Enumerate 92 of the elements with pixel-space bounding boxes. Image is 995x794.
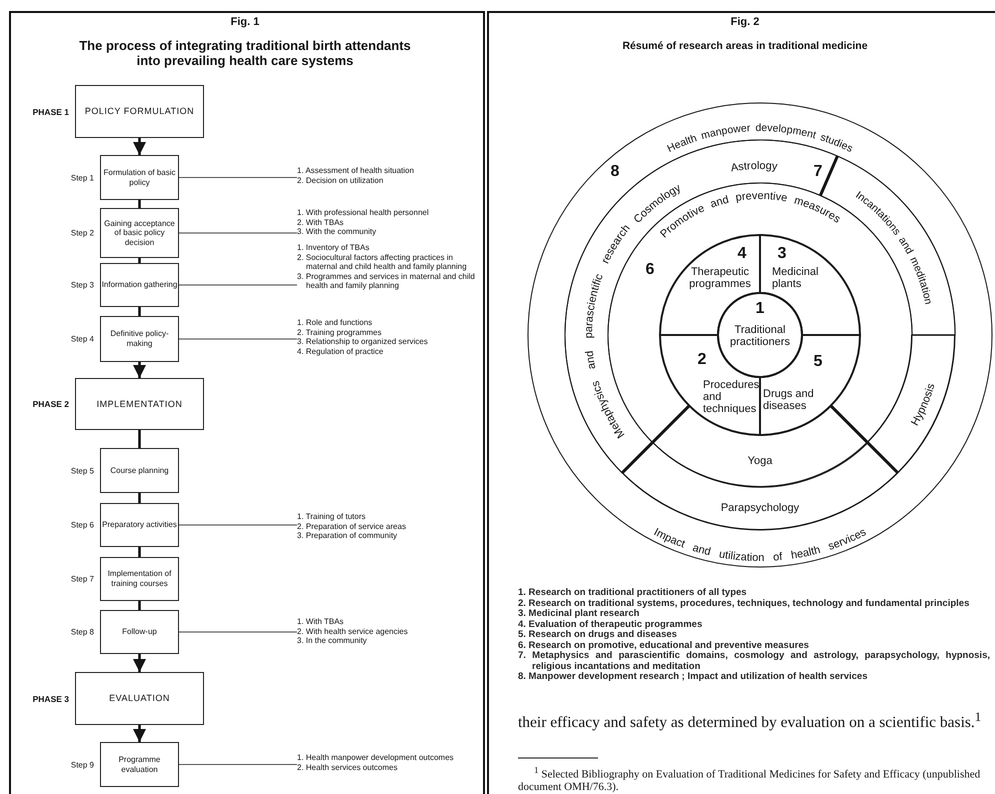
connector-line — [138, 307, 141, 316]
arrow — [133, 138, 146, 155]
segment-number: 6 — [646, 264, 654, 276]
list-item: 3. Relationship to organized services — [297, 337, 429, 346]
box-label: Formulation of basic policy — [102, 168, 177, 188]
segment-label: Astrology — [730, 160, 778, 174]
figure-title: The process of integrating traditional birth attendants into prevailing health care systems — [78, 38, 412, 68]
list-item: 4. Regulation of practice — [297, 346, 384, 356]
list-item: 2. Training programmes — [297, 328, 382, 337]
leader-line — [178, 284, 298, 286]
list-item: 2. With health service agencies — [297, 626, 409, 636]
list-item: 3. In the community — [297, 636, 368, 646]
step-label: Step 4 — [70, 334, 94, 344]
footnote: $^{1}$ Selected Bibliography on Evaluation of Traditional Medicines for Safety and Efficacy (unpublished document OMH/76.3). — [518, 765, 982, 794]
connector-line — [138, 200, 141, 208]
box-label: Implementation of training courses — [106, 569, 172, 589]
leader-line — [178, 524, 298, 526]
box-label: Definitive policy-making — [109, 329, 170, 349]
segment-number: 5 — [814, 356, 822, 368]
step-label: Step 7 — [70, 574, 94, 584]
connector-line — [138, 493, 141, 503]
list-item: 3. Preparation of community — [297, 531, 398, 540]
key-item: 7. Metaphysics and parascientific domains, cosmology and astrology, parapsychology, hypnosis, religious incantations and meditation — [518, 651, 990, 672]
segment-label: Drugs and diseases — [763, 388, 815, 412]
segment-number: 3 — [778, 248, 786, 260]
box-label: Follow-up — [122, 627, 157, 637]
figure-number: Fig. 2 — [730, 16, 760, 28]
list-item: 1. Assessment of health situation — [297, 166, 415, 176]
list-item: 2. Decision on utilization — [297, 176, 384, 185]
phase-label: PHASE 2 — [32, 399, 69, 409]
list-item: 1. Health manpower development outcomes — [297, 753, 455, 762]
list-item: 1. Training of tutors — [297, 512, 366, 522]
leader-line — [178, 338, 298, 340]
key-item: 6. Research on promotive, educational and preventive measures — [518, 640, 810, 651]
key-item: 5. Research on drugs and diseases — [518, 630, 678, 640]
list-item: 1. Role and functions — [297, 318, 374, 328]
key-item: 3. Medicinal plant research — [518, 609, 640, 620]
phase-label: PHASE 1 — [32, 106, 69, 116]
segment-label: Health manpower development studies — [665, 122, 855, 155]
box-label: EVALUATION — [109, 693, 170, 704]
step-label: Step 8 — [70, 628, 94, 636]
segment-label: Medicinal plants — [772, 266, 820, 290]
connector-line — [138, 258, 141, 263]
connector-line — [138, 547, 141, 557]
box-label: IMPLEMENTATION — [96, 398, 182, 410]
leader-line — [178, 177, 298, 178]
figure-title: Résumé of research areas in traditional medicine — [621, 40, 869, 52]
segment-label: Yoga — [748, 454, 772, 467]
arrow — [133, 362, 146, 378]
segment-number: 8 — [610, 166, 620, 178]
segment-number: 1 — [756, 303, 764, 315]
box-label: Preparatory activities — [102, 520, 177, 530]
list-item: 1. With professional health personnel — [297, 208, 430, 218]
list-item: 2. Sociocultural factors affecting practices in maternal and child health and family planning — [297, 252, 468, 272]
step-label: Step 5 — [70, 466, 94, 475]
segment-label: Traditional practitioners — [729, 324, 791, 348]
step-label: Step 3 — [70, 280, 94, 290]
box-label: Course planning — [110, 466, 169, 476]
connector-line — [138, 430, 141, 448]
box-label: Programme evaluation — [118, 754, 162, 774]
segment-label: Therapeutic programmes — [688, 266, 752, 290]
step-label: Step 9 — [70, 760, 94, 769]
list-item: 1. With TBAs — [297, 617, 345, 626]
connector-line — [138, 601, 141, 610]
key-item: 8. Manpower development research ; Impact and utilization of health services — [518, 672, 868, 682]
box-label: POLICY FORMULATION — [84, 106, 194, 117]
key-item: 4. Evaluation of therapeutic programmes — [518, 620, 704, 630]
list-item: 1. Inventory of TBAs — [297, 243, 370, 252]
arrow — [133, 654, 146, 672]
list-item: 2. Preparation of service areas — [297, 522, 407, 531]
arrow — [133, 725, 146, 742]
segment-number: 7 — [814, 166, 822, 178]
step-label: Step 2 — [70, 228, 94, 238]
box-label: Gaining acceptance of basic policy decision — [103, 218, 176, 248]
list-item: 2. With TBAs — [297, 218, 345, 227]
figure-number: Fig. 1 — [230, 16, 260, 28]
key-item: 2. Research on traditional systems, procedures, techniques, technology and fundamental principles — [518, 598, 970, 609]
list-item: 3. With the community — [297, 227, 378, 236]
key-item: 1. Research on traditional practitioners of all types — [518, 588, 748, 598]
segment-label: Parapsychology — [720, 502, 800, 514]
segment-label: Procedures and techniques — [703, 379, 757, 415]
body-text: their efficacy and safety as determined by evaluation on a scientific basis.$^{1}$ — [518, 710, 982, 732]
segment-number: 4 — [738, 248, 746, 260]
box-label: Information gathering — [102, 280, 178, 290]
step-label: Step 1 — [70, 173, 94, 182]
leader-line — [178, 232, 298, 234]
list-item: 3. Programmes and services in maternal and child health and family planning — [297, 272, 476, 290]
phase-label: PHASE 3 — [32, 694, 69, 704]
segment-number: 2 — [698, 354, 706, 366]
leader-line — [178, 764, 298, 765]
list-item: 2. Health services outcomes — [297, 762, 398, 772]
step-label: Step 6 — [70, 520, 94, 530]
